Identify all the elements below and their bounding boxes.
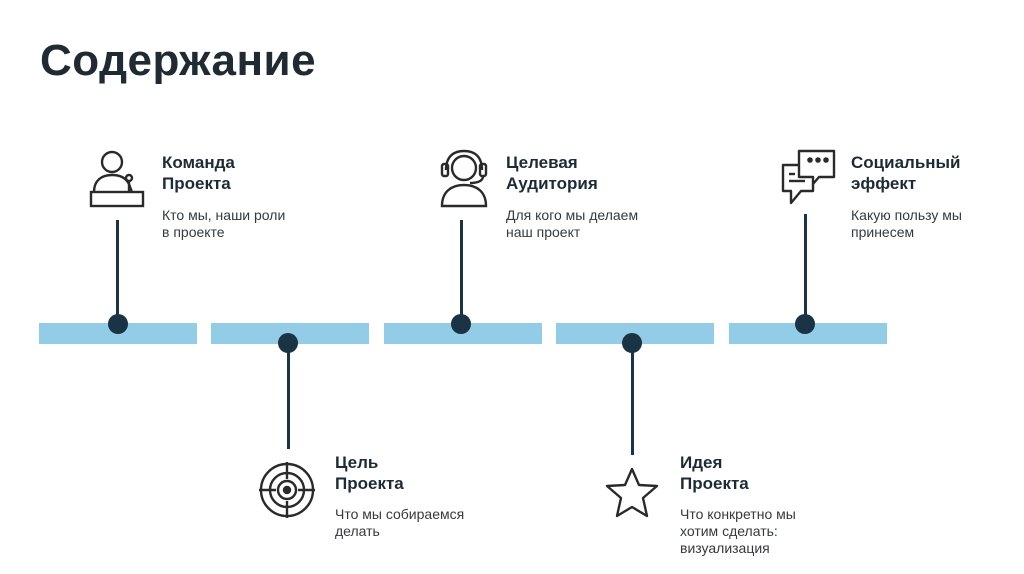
chat-bubbles-icon [779, 148, 839, 208]
timeline-node [278, 333, 298, 353]
timeline-stem [116, 220, 119, 324]
timeline-node [451, 314, 471, 334]
timeline-stem [631, 343, 634, 455]
item-title: Целевая Аудитория [506, 153, 598, 193]
item-title: Идея Проекта [680, 453, 749, 493]
item-title: Команда Проекта [162, 153, 235, 193]
timeline-stem [460, 220, 463, 324]
star-icon [604, 466, 660, 520]
item-description: Для кого мы делаем наш проект [506, 207, 639, 240]
item-description: Что конкретно мы хотим сделать: визуализ… [680, 506, 796, 556]
timeline-node [108, 314, 128, 334]
item-description: Что мы собираемся делать [335, 506, 465, 539]
timeline-node [622, 333, 642, 353]
item-description: Какую пользу мы принесем [851, 207, 962, 240]
speaker-at-podium-icon [88, 148, 148, 210]
page-title: Содержание [40, 36, 317, 85]
item-description: Кто мы, наши роли в проекте [162, 207, 286, 240]
target-icon [258, 461, 316, 519]
timeline-node [795, 314, 815, 334]
timeline-stem [287, 343, 290, 449]
item-title: Социальный эффект [851, 153, 961, 193]
item-title: Цель Проекта [335, 453, 404, 493]
headset-person-icon [436, 148, 492, 210]
timeline-stem [804, 214, 807, 324]
